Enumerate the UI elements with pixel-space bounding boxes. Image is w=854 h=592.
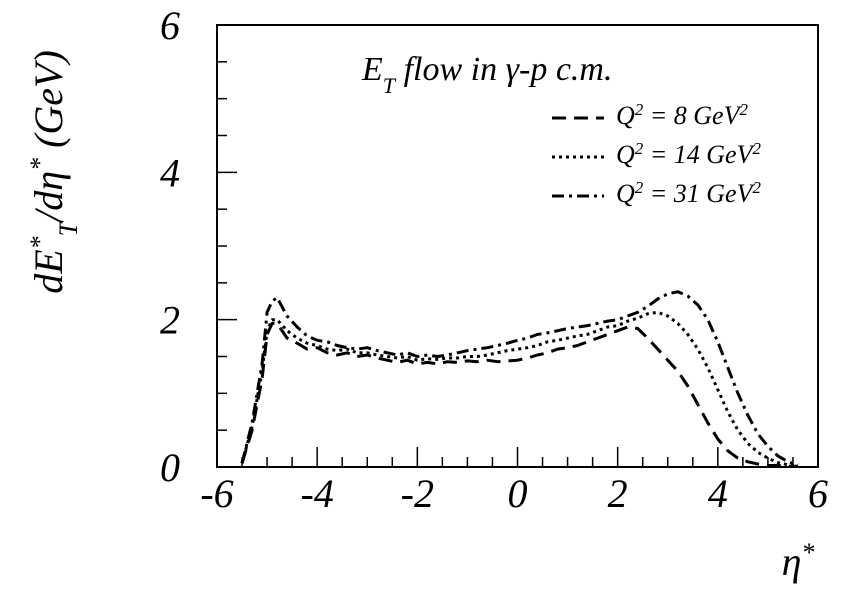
- plot-frame: [216, 24, 819, 468]
- x-tick-label: 6: [808, 471, 828, 516]
- series-line-1: [240, 321, 798, 468]
- x-tick-label: -2: [401, 471, 434, 516]
- y-axis-label: dE*T/dη* (GeV): [25, 50, 83, 294]
- x-tick-label: 0: [508, 471, 528, 516]
- x-tick-label: 4: [708, 471, 728, 516]
- x-tick-label: 2: [608, 471, 628, 516]
- series-line-2: [240, 310, 799, 467]
- x-axis-label: η*: [782, 538, 815, 585]
- chart-annotation: ET flow in γ-p c.m.: [361, 51, 612, 98]
- legend-label-3: Q2 = 31 GeV2: [616, 178, 761, 209]
- legend-label-2: Q2 = 14 GeV2: [616, 139, 761, 170]
- plot-area: -6 -4 -2 0 2 4 6 0 2 4 6: [160, 3, 828, 516]
- legend: Q2 = 8 GeV2 Q2 = 14 GeV2 Q2 = 31 GeV2: [552, 100, 761, 209]
- series-line-3: [240, 290, 799, 467]
- y-tick-label: 0: [160, 445, 180, 490]
- series-group: [240, 290, 799, 468]
- y-tick-label: 6: [160, 3, 180, 48]
- y-tick-label: 2: [160, 298, 180, 343]
- x-tick-label: -4: [301, 471, 334, 516]
- x-tick-label: -6: [200, 471, 233, 516]
- legend-label-1: Q2 = 8 GeV2: [616, 100, 748, 131]
- y-tick-label: 4: [160, 150, 180, 195]
